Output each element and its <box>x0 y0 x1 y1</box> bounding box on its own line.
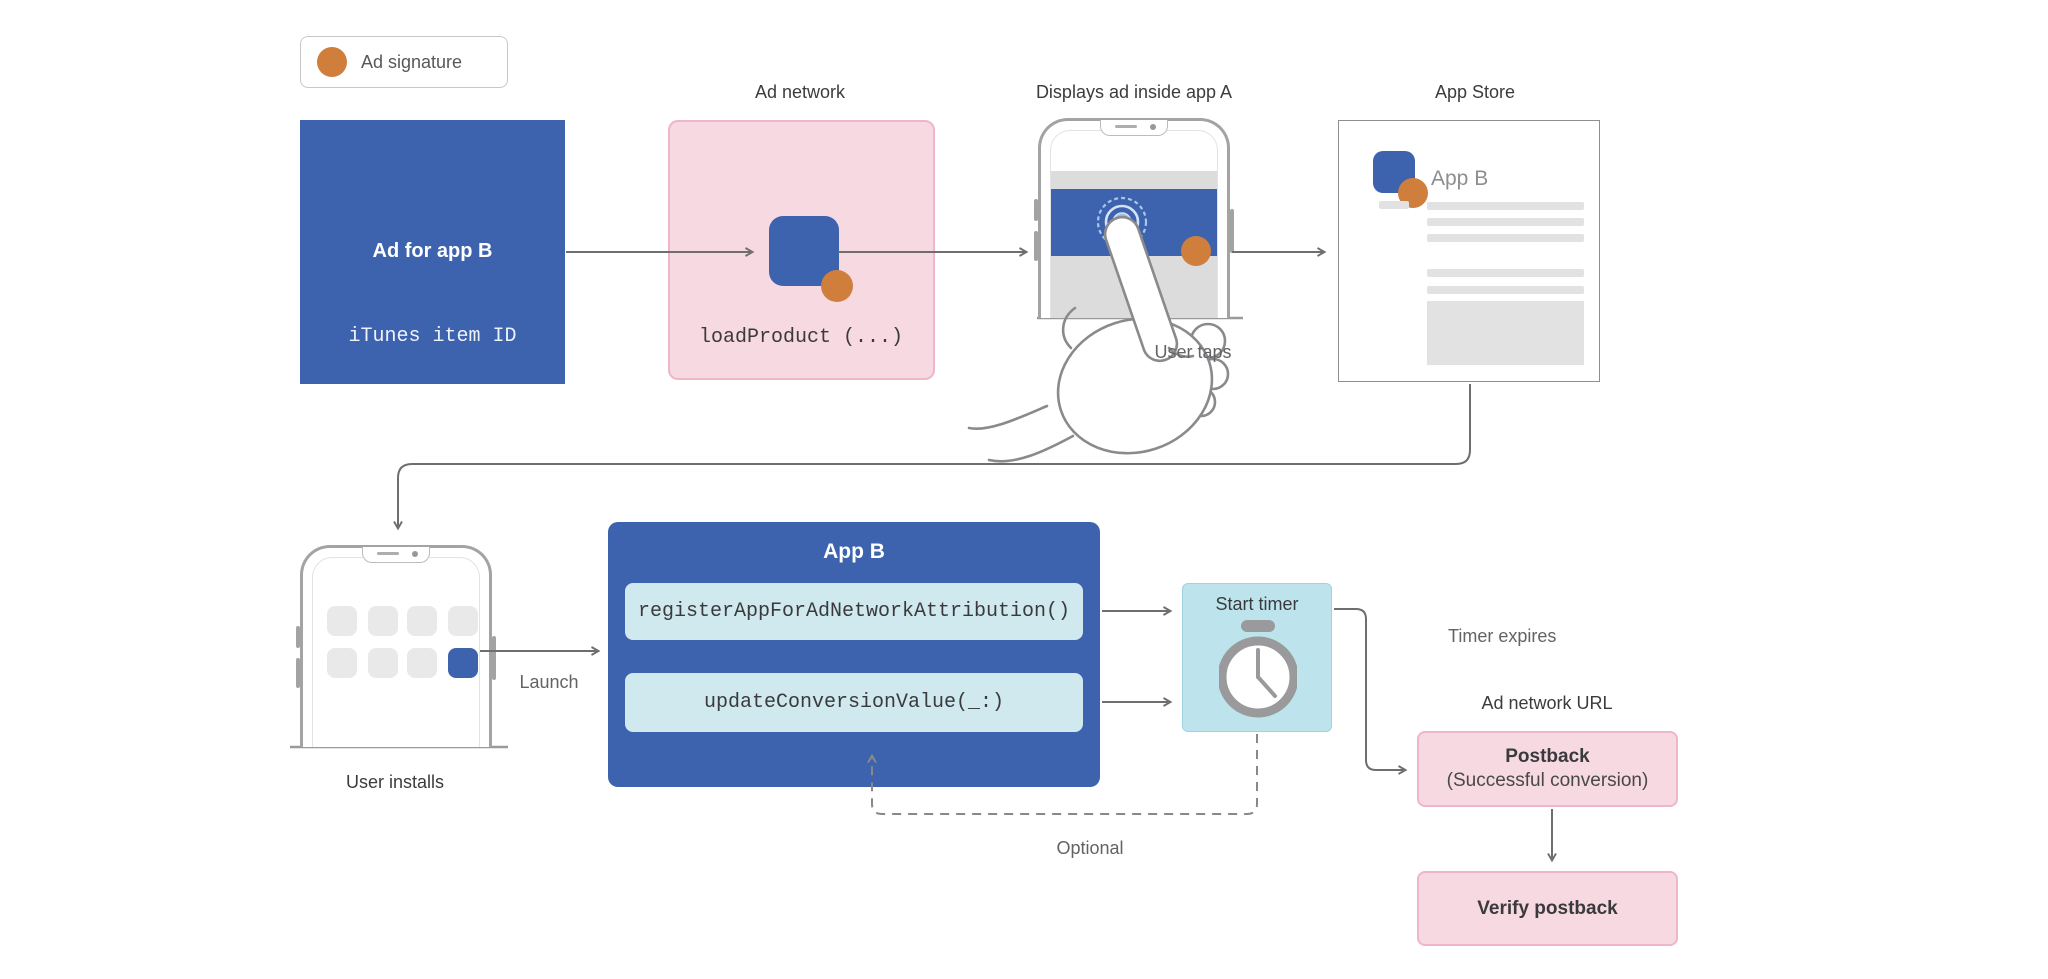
ad-network-title: Ad network <box>754 82 846 102</box>
app-b-box-title: App B <box>823 540 885 563</box>
skeleton-bar <box>1427 269 1584 277</box>
postback-title: Postback <box>1505 746 1590 767</box>
skeleton-block <box>1427 301 1584 365</box>
phone-notch <box>362 547 430 563</box>
timer-stopwatch-icon <box>1219 620 1297 718</box>
skeleton-bar <box>1427 202 1584 210</box>
home-app-icon <box>327 648 357 678</box>
camera-dot-icon <box>412 550 418 557</box>
optional-label: Optional <box>1056 838 1124 858</box>
phone-volume-button <box>296 658 300 688</box>
ad-box-itunes-id: iTunes item ID <box>348 325 517 348</box>
skeleton-bar <box>1379 201 1409 209</box>
postback-box: Postback (Successful conversion) <box>1417 731 1678 807</box>
phone-power-button <box>1230 209 1234 253</box>
phone-app-a <box>1034 118 1234 318</box>
user-installs-label: User installs <box>345 772 445 792</box>
load-product-call: loadProduct (...) <box>698 326 904 349</box>
home-app-icon <box>368 648 398 678</box>
launch-label: Launch <box>519 672 579 692</box>
home-app-icon <box>368 606 398 636</box>
connector-appstore-to-install <box>393 384 1471 531</box>
phone-user-installs <box>296 545 496 747</box>
home-app-icon <box>327 606 357 636</box>
start-timer-label: Start timer <box>1215 594 1299 614</box>
speaker-icon <box>1115 125 1137 128</box>
postback-subtitle: (Successful conversion) <box>1446 770 1649 791</box>
app-store-title: App Store <box>1434 82 1516 102</box>
home-app-icon <box>448 606 478 636</box>
register-attribution-call: registerAppForAdNetworkAttribution() <box>625 583 1083 640</box>
user-taps-label: User taps <box>1154 342 1232 362</box>
camera-dot-icon <box>1150 123 1156 130</box>
verify-postback-title: Verify postback <box>1477 897 1618 919</box>
timer-expires-label: Timer expires <box>1448 626 1557 646</box>
start-timer-box: Start timer <box>1182 583 1332 732</box>
skeleton-bar <box>1427 286 1584 294</box>
store-app-name: App B <box>1431 167 1489 190</box>
app-b-box: App B registerAppForAdNetworkAttribution… <box>608 522 1100 787</box>
displays-ad-title: Displays ad inside app A <box>1035 82 1233 102</box>
ad-box-title: Ad for app B <box>372 240 493 262</box>
ad-network-url-label: Ad network URL <box>1481 693 1613 713</box>
app-store-box: App B <box>1338 120 1600 382</box>
phone-b-screen <box>312 557 480 747</box>
legend-ad-signature: Ad signature <box>300 36 508 88</box>
speaker-icon <box>377 552 399 555</box>
phone-volume-button <box>1034 199 1038 221</box>
home-app-icon <box>407 606 437 636</box>
phone-power-button <box>492 636 496 680</box>
phone-volume-button <box>296 626 300 648</box>
tap-ripple-icon <box>1096 196 1148 248</box>
skeleton-bar <box>1427 234 1584 242</box>
verify-postback-box: Verify postback <box>1417 871 1678 946</box>
home-app-icon <box>407 648 437 678</box>
ad-network-box <box>668 120 935 380</box>
app-b-home-icon <box>448 648 478 678</box>
ad-signature-dot-icon <box>821 270 853 302</box>
phone-volume-button <box>1034 231 1038 261</box>
ad-signature-dot-icon <box>317 47 347 77</box>
skeleton-bar <box>1427 218 1584 226</box>
update-conversion-call: updateConversionValue(_:) <box>625 673 1083 732</box>
ad-for-app-b-box: Ad for app B iTunes item ID <box>300 120 565 384</box>
connector-timer-expires <box>1334 608 1408 775</box>
legend-label: Ad signature <box>361 51 463 72</box>
phone-notch <box>1100 120 1168 136</box>
ad-signature-dot-icon <box>1181 236 1211 266</box>
phone-a-screen <box>1050 130 1218 318</box>
